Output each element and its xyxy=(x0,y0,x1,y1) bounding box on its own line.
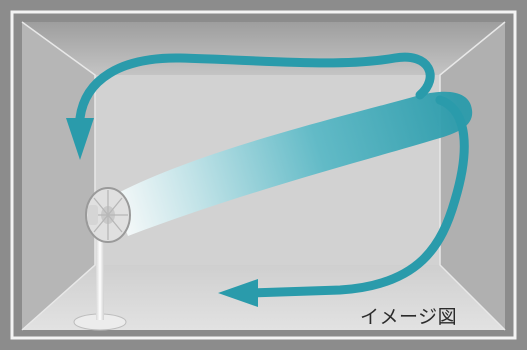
fan-motor xyxy=(88,205,98,225)
fan-pole xyxy=(96,232,104,320)
caption-label: イメージ図 xyxy=(360,302,457,329)
